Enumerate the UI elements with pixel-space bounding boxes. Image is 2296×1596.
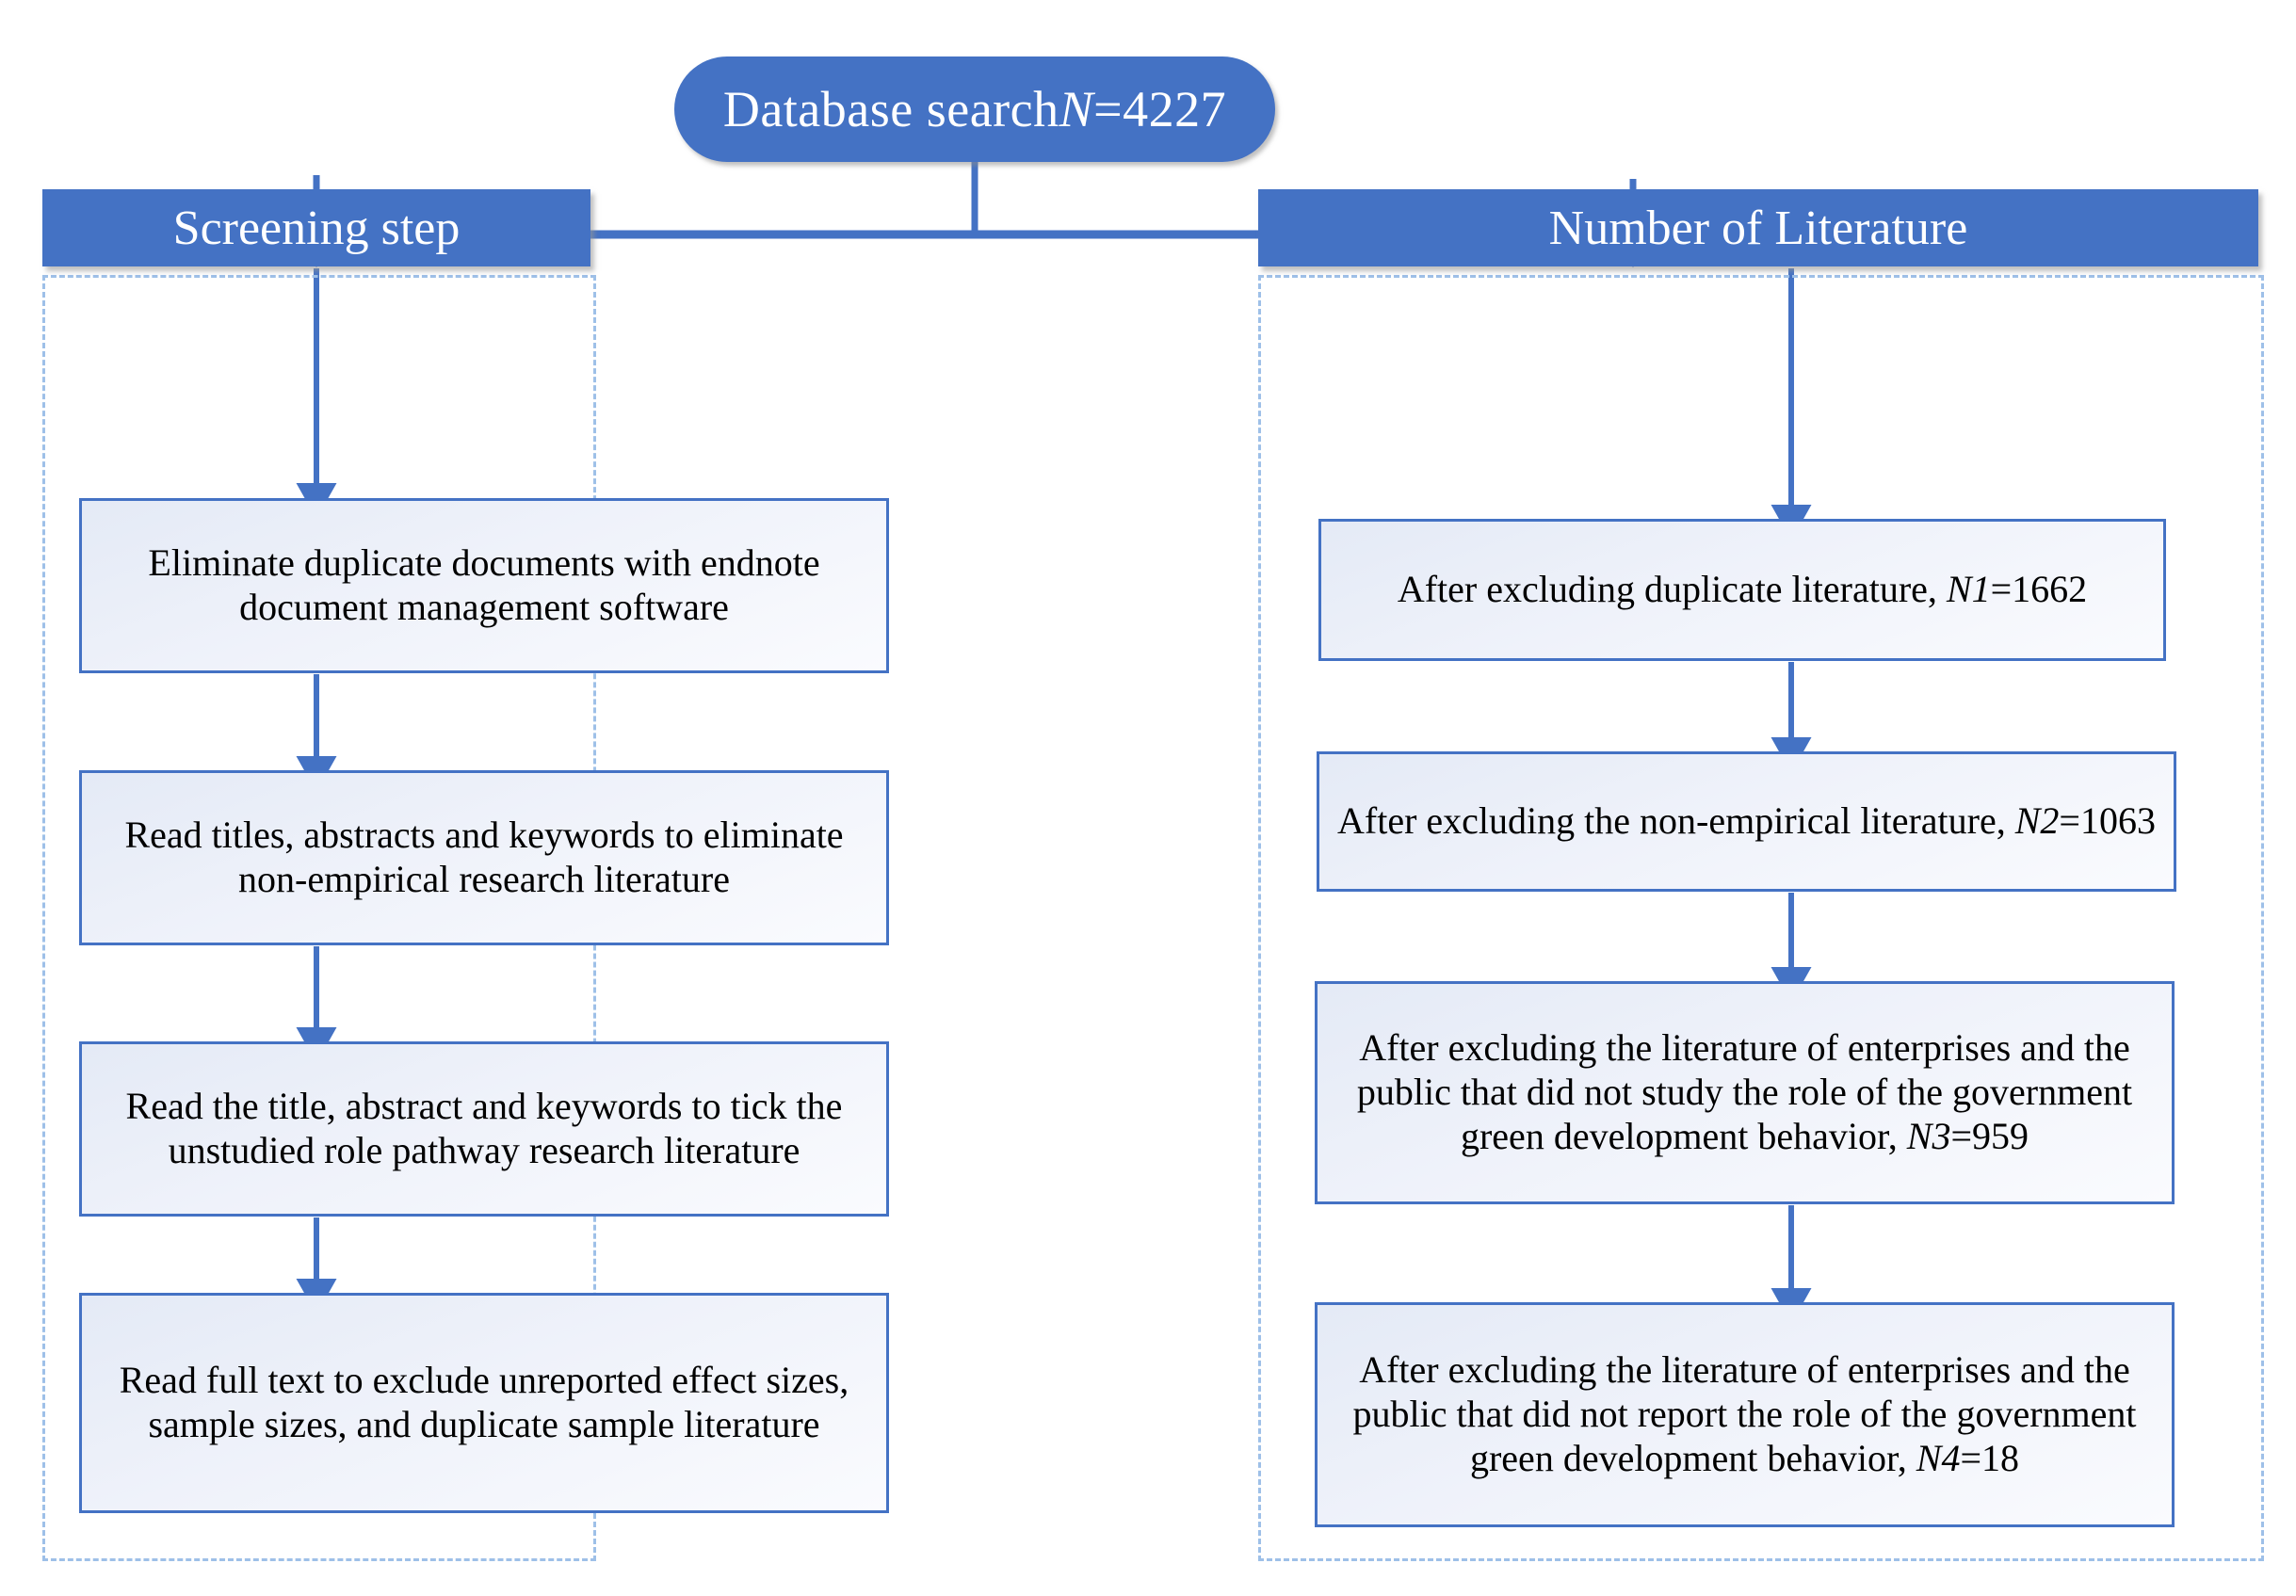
screening-step-2-label: Read titles, abstracts and keywords to e… [124,814,844,900]
screening-step-box-4: Read full text to exclude unreported eff… [79,1293,889,1513]
column-header-screening-step: Screening step [42,189,590,266]
literature-count-4-value: =18 [1960,1436,2020,1479]
literature-count-1-variable: N1 [1946,568,1991,611]
literature-count-2-text: After excluding the non-empirical litera… [1337,799,2015,843]
database-search-count: =4227 [1093,81,1227,137]
literature-count-4-label: After excluding the literature of enterp… [1331,1348,2159,1480]
screening-step-box-3: Read the title, abstract and keywords to… [79,1041,889,1217]
screening-step-box-1: Eliminate duplicate documents with endno… [79,498,889,673]
database-search-prefix: Database search [722,81,1059,137]
literature-count-3-text: After excluding the literature of enterp… [1356,1026,2133,1157]
literature-count-1-value: =1662 [1990,568,2088,611]
database-search-variable: N [1059,81,1094,137]
literature-count-2-label: After excluding the non-empirical litera… [1333,799,2160,844]
screening-step-box-2: Read titles, abstracts and keywords to e… [79,770,889,945]
literature-count-box-4: After excluding the literature of enterp… [1315,1302,2175,1527]
literature-count-box-3: After excluding the literature of enterp… [1315,981,2175,1204]
literature-count-3-value: =959 [1950,1114,2029,1157]
screening-step-1-label: Eliminate duplicate documents with endno… [148,541,820,628]
literature-count-1-label: After excluding duplicate literature, N1… [1334,568,2150,612]
literature-count-3-variable: N3 [1906,1114,1951,1157]
screening-step-3-label: Read the title, abstract and keywords to… [125,1085,843,1171]
column-header-number-of-literature: Number of Literature [1258,189,2258,266]
literature-count-box-1: After excluding duplicate literature, N1… [1318,519,2166,661]
literature-count-box-2: After excluding the non-empirical litera… [1317,751,2176,892]
literature-count-2-value: =1063 [2059,799,2156,843]
literature-count-1-text: After excluding duplicate literature, [1397,568,1947,611]
column-header-right-label: Number of Literature [1548,201,1968,255]
column-header-left-label: Screening step [172,201,461,255]
literature-count-2-variable: N2 [2014,799,2060,843]
database-search-banner: Database search N=4227 [674,56,1275,162]
screening-step-4-label: Read full text to exclude unreported eff… [119,1359,849,1445]
literature-count-4-variable: N4 [1916,1436,1961,1479]
literature-count-4-text: After excluding the literature of enterp… [1352,1348,2137,1479]
literature-count-3-label: After excluding the literature of enterp… [1331,1026,2159,1158]
